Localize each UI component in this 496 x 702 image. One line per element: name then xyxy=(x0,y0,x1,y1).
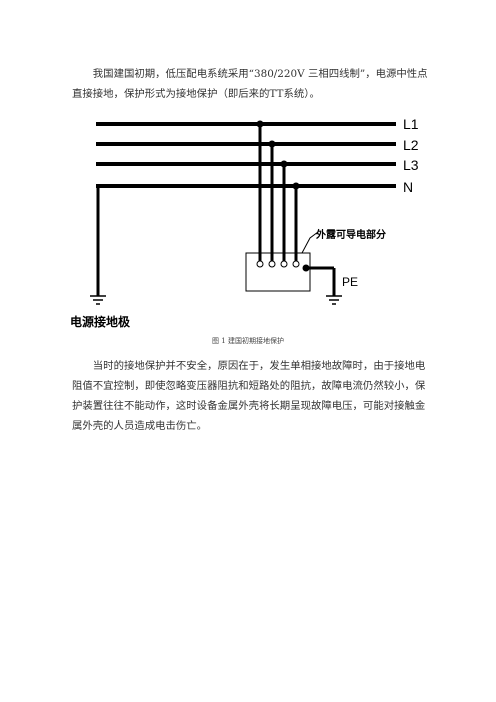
figure-caption: 图 1 建国初期接地保护 xyxy=(212,337,284,345)
terminal-2 xyxy=(268,260,276,268)
pe-label: PE xyxy=(342,275,358,289)
terminal-3 xyxy=(280,260,288,268)
equipment-enclosure xyxy=(245,252,311,292)
body-paragraph: 当时的接地保护并不安全，原因在于，发生单相接地故障时，由于接地电阻值不宜控制，即… xyxy=(72,360,426,432)
label-n: N xyxy=(403,179,413,195)
label-l1: L1 xyxy=(403,116,419,132)
source-ground-label: 电源接地极 xyxy=(70,314,131,329)
exposed-part-label: 外露可导电部分 xyxy=(315,228,386,241)
pe-node xyxy=(302,264,310,272)
terminal-4 xyxy=(292,260,300,268)
node-l1 xyxy=(256,120,264,128)
tt-system-diagram: L1 L2 L3 N 外露可导电部分 PE xyxy=(70,116,419,329)
node-l3 xyxy=(280,160,288,168)
terminal-1 xyxy=(256,260,264,268)
intro-paragraph: 我国建国初期，低压配电系统采用“380/220V 三相四线制”，电源中性点直接接… xyxy=(72,68,428,100)
node-l2 xyxy=(268,140,276,148)
label-l2: L2 xyxy=(403,137,419,153)
exposed-part-leader xyxy=(301,231,319,254)
node-n xyxy=(292,182,300,190)
label-l3: L3 xyxy=(403,157,419,173)
